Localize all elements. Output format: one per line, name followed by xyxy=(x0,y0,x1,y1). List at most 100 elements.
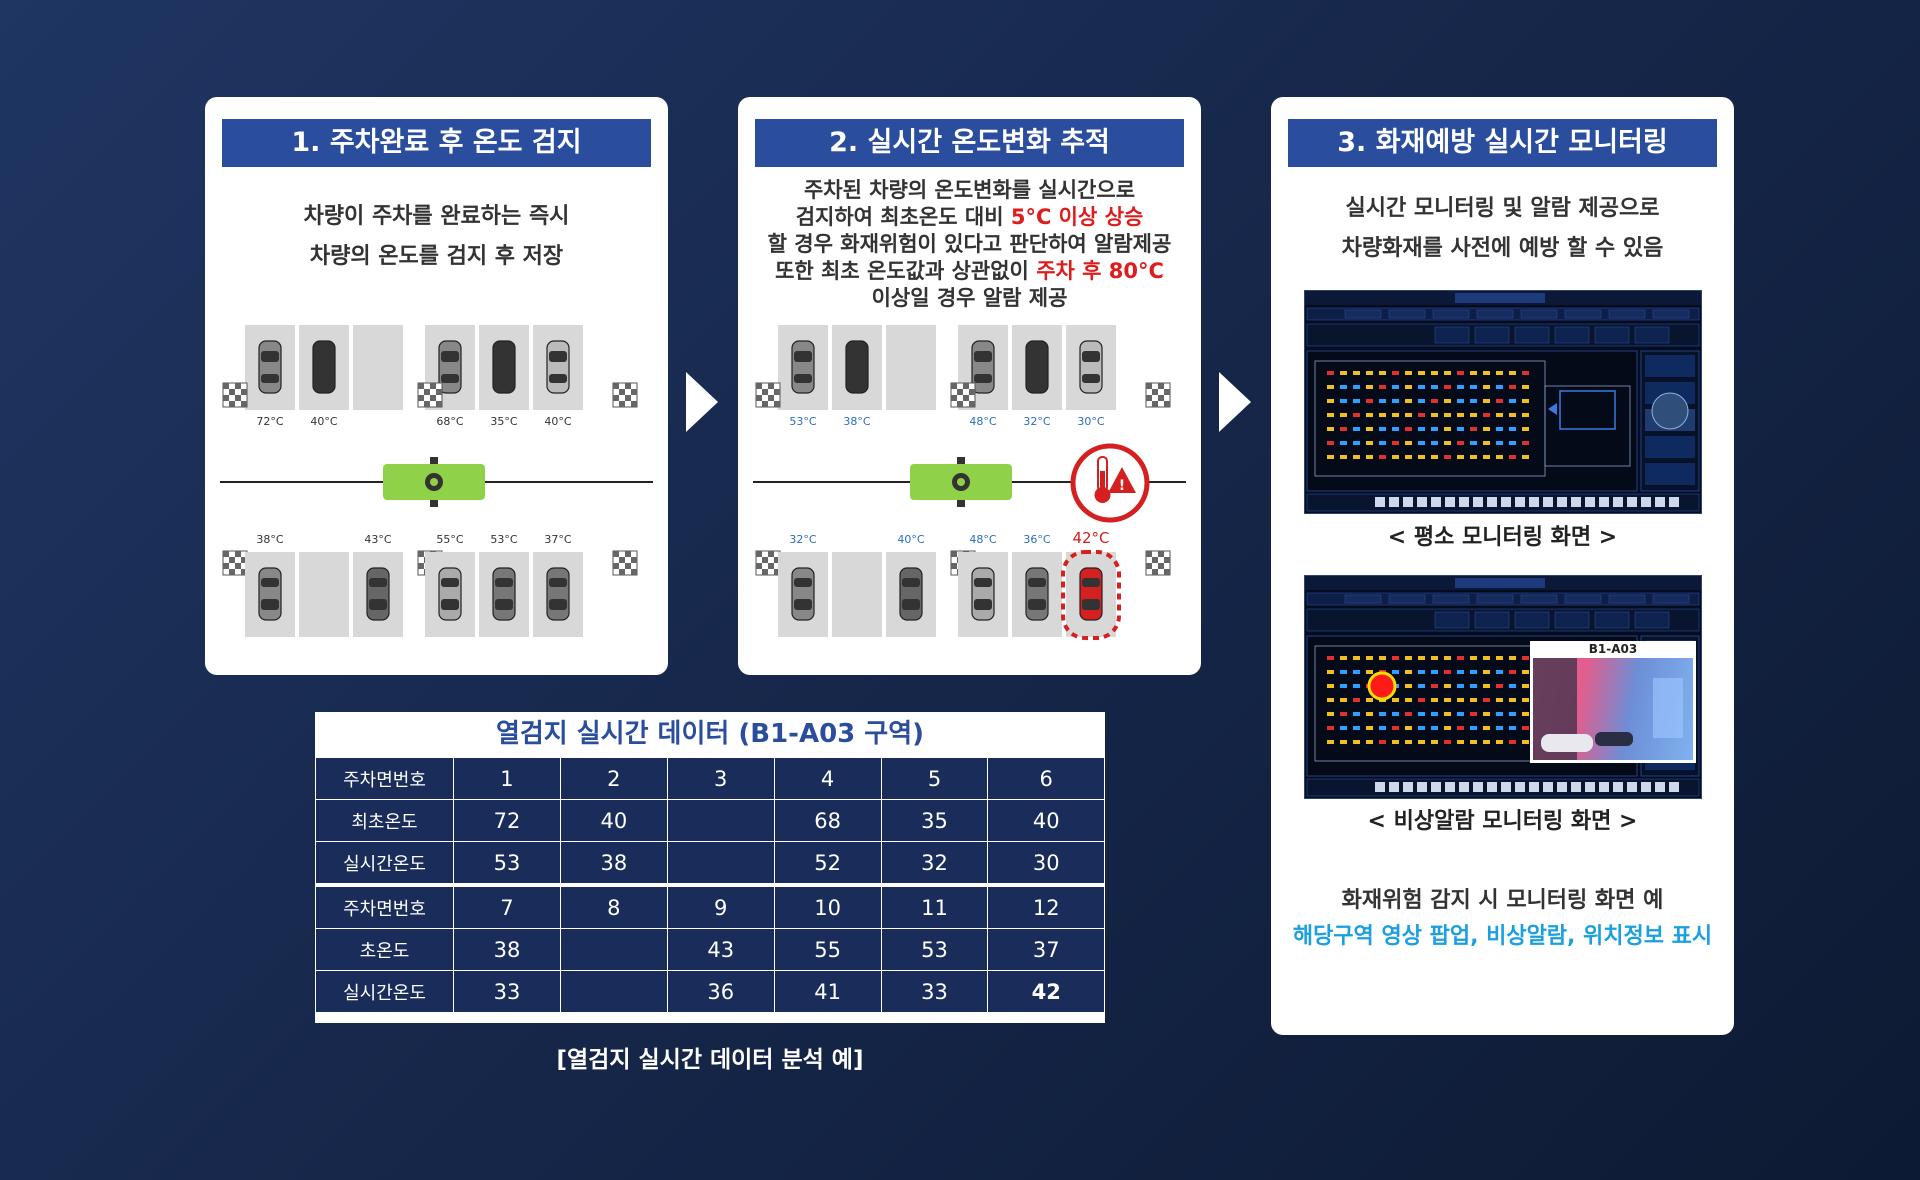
car-icon xyxy=(1079,340,1103,394)
car-icon xyxy=(1025,340,1049,394)
table-cell: 1 xyxy=(453,757,561,800)
car-icon xyxy=(492,567,516,621)
table-cell: 7 xyxy=(453,883,561,929)
car-icon xyxy=(438,340,462,394)
table-cell: 10 xyxy=(773,883,882,929)
table-cell: 36 xyxy=(666,970,775,1013)
car-icon xyxy=(312,340,336,394)
row-label: 주차면번호 xyxy=(315,883,454,929)
top-temp-label: 30°C xyxy=(1077,415,1104,428)
table-cell: 8 xyxy=(559,883,668,929)
table-cell: 52 xyxy=(773,841,882,886)
bottom-temp-label: 42°C xyxy=(1072,529,1109,547)
car-icon xyxy=(438,567,462,621)
bottom-temp-label: 36°C xyxy=(1023,533,1050,546)
thermometer-alert-icon: ! xyxy=(1070,443,1150,523)
row-label: 초온도 xyxy=(315,928,454,971)
chevron-right-icon xyxy=(686,372,718,432)
table-cell: 4 xyxy=(773,757,882,800)
table-cell: 38 xyxy=(453,928,561,971)
table-cell: 3 xyxy=(666,757,775,800)
camera-sensor-icon xyxy=(383,457,485,507)
step3-footer-text: 화재위험 감지 시 모니터링 화면 예 해당구역 영상 팝업, 비상알람, 위치… xyxy=(1292,888,1713,949)
table-cell: 11 xyxy=(880,883,989,929)
top-temp-label: 40°C xyxy=(310,415,337,428)
chevron-right-icon xyxy=(1219,372,1251,432)
table-cell: 35 xyxy=(880,799,989,842)
car-icon xyxy=(791,567,815,621)
table-cell: 43 xyxy=(666,928,775,971)
table-caption: [열검지 실시간 데이터 분석 예] xyxy=(556,1047,864,1073)
bottom-temp-label: 43°C xyxy=(364,533,391,546)
row-label: 실시간온도 xyxy=(315,970,454,1013)
table-cell: 38 xyxy=(559,841,668,886)
bottom-temp-label: 38°C xyxy=(256,533,283,546)
car-icon xyxy=(791,340,815,394)
row-label: 실시간온도 xyxy=(315,841,454,886)
step2-panel: 2. 실시간 온도변화 추적 주차된 차량의 온도변화를 실시간으로 검지하여 … xyxy=(738,97,1201,675)
thermal-sensor-icon xyxy=(417,382,443,408)
table-cell: 9 xyxy=(666,883,775,929)
bottom-temp-label: 55°C xyxy=(436,533,463,546)
thermal-sensor-icon xyxy=(1145,382,1171,408)
table-cell: 42 xyxy=(987,970,1105,1013)
bottom-temp-label: 48°C xyxy=(969,533,996,546)
car-icon xyxy=(366,567,390,621)
cctv-video-frame xyxy=(1533,658,1693,760)
thermal-sensor-icon xyxy=(222,550,248,576)
table-cell: 72 xyxy=(453,799,561,842)
car-icon xyxy=(546,567,570,621)
row-label: 주차면번호 xyxy=(315,757,454,800)
car-icon xyxy=(258,340,282,394)
thermal-sensor-icon xyxy=(222,382,248,408)
table-cell: 53 xyxy=(880,928,989,971)
popup-label: B1-A03 xyxy=(1588,642,1638,656)
thermal-sensor-icon xyxy=(950,382,976,408)
thermal-sensor-icon xyxy=(755,550,781,576)
table-cell: 30 xyxy=(987,841,1105,886)
thermal-sensor-icon xyxy=(1145,550,1171,576)
thermal-sensor-icon xyxy=(755,382,781,408)
table-cell: 33 xyxy=(880,970,989,1013)
step1-description: 차량이 주차를 완료하는 즉시 차량의 온도를 검지 후 저장 xyxy=(303,204,570,269)
top-temp-label: 40°C xyxy=(544,415,571,428)
table-cell: 2 xyxy=(559,757,668,800)
table-cell: 12 xyxy=(987,883,1105,929)
table-cell: 40 xyxy=(559,799,668,842)
car-icon xyxy=(971,567,995,621)
top-temp-label: 32°C xyxy=(1023,415,1050,428)
thermal-sensor-icon xyxy=(612,382,638,408)
step2-description: 주차된 차량의 온도변화를 실시간으로 검지하여 최초온도 대비 5°C 이상 … xyxy=(767,178,1172,310)
bottom-temp-label: 40°C xyxy=(897,533,924,546)
svg-text:!: ! xyxy=(1119,478,1125,494)
step1-title: 1. 주차완료 후 온도 검지 xyxy=(222,119,651,167)
emergency-monitoring-screenshot: B1-A03 xyxy=(1304,575,1702,799)
car-icon xyxy=(1025,567,1049,621)
table-cell: 32 xyxy=(880,841,989,886)
table-cell xyxy=(666,799,775,842)
thermal-sensor-icon xyxy=(612,550,638,576)
normal-monitoring-screenshot xyxy=(1304,290,1702,514)
step2-title: 2. 실시간 온도변화 추적 xyxy=(755,119,1184,167)
table-cell: 55 xyxy=(773,928,882,971)
emergency-monitoring-caption: < 비상알람 모니터링 화면 > xyxy=(1367,809,1638,834)
top-temp-label: 53°C xyxy=(789,415,816,428)
table-cell xyxy=(559,928,668,971)
top-temp-label: 48°C xyxy=(969,415,996,428)
table-cell: 5 xyxy=(880,757,989,800)
car-icon xyxy=(845,340,869,394)
bottom-temp-label: 37°C xyxy=(544,533,571,546)
car-icon xyxy=(1079,567,1103,621)
table-cell: 41 xyxy=(773,970,882,1013)
top-temp-label: 68°C xyxy=(436,415,463,428)
